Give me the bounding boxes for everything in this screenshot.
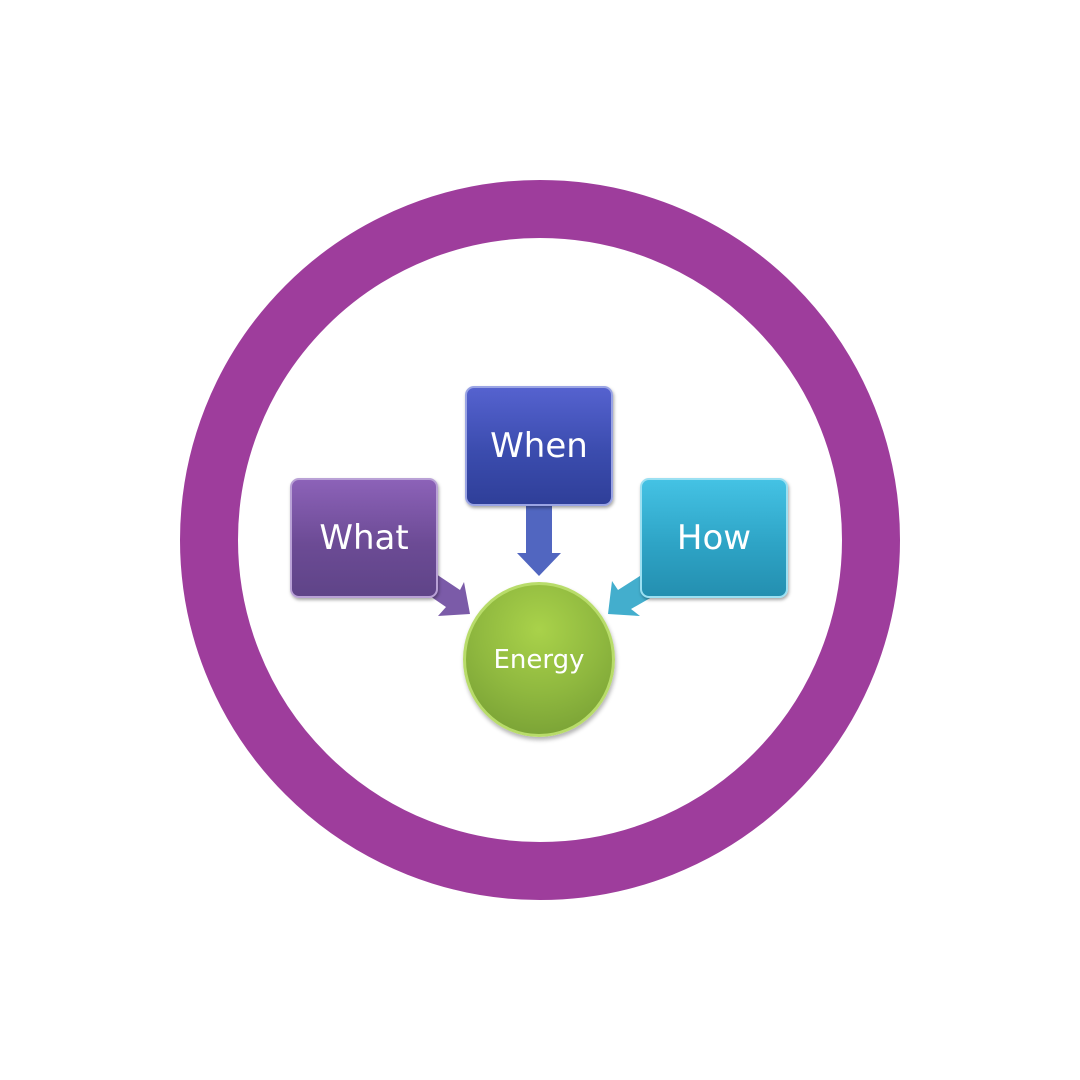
node-energy-label: Energy (493, 644, 585, 675)
arrow-when-to-energy (517, 506, 561, 576)
node-what-label: What (319, 518, 409, 558)
node-when: When (465, 386, 613, 506)
node-what: What (290, 478, 438, 598)
node-when-label: When (490, 426, 588, 466)
node-energy: Energy (463, 582, 615, 737)
node-how: How (640, 478, 788, 598)
node-how-label: How (676, 518, 752, 558)
